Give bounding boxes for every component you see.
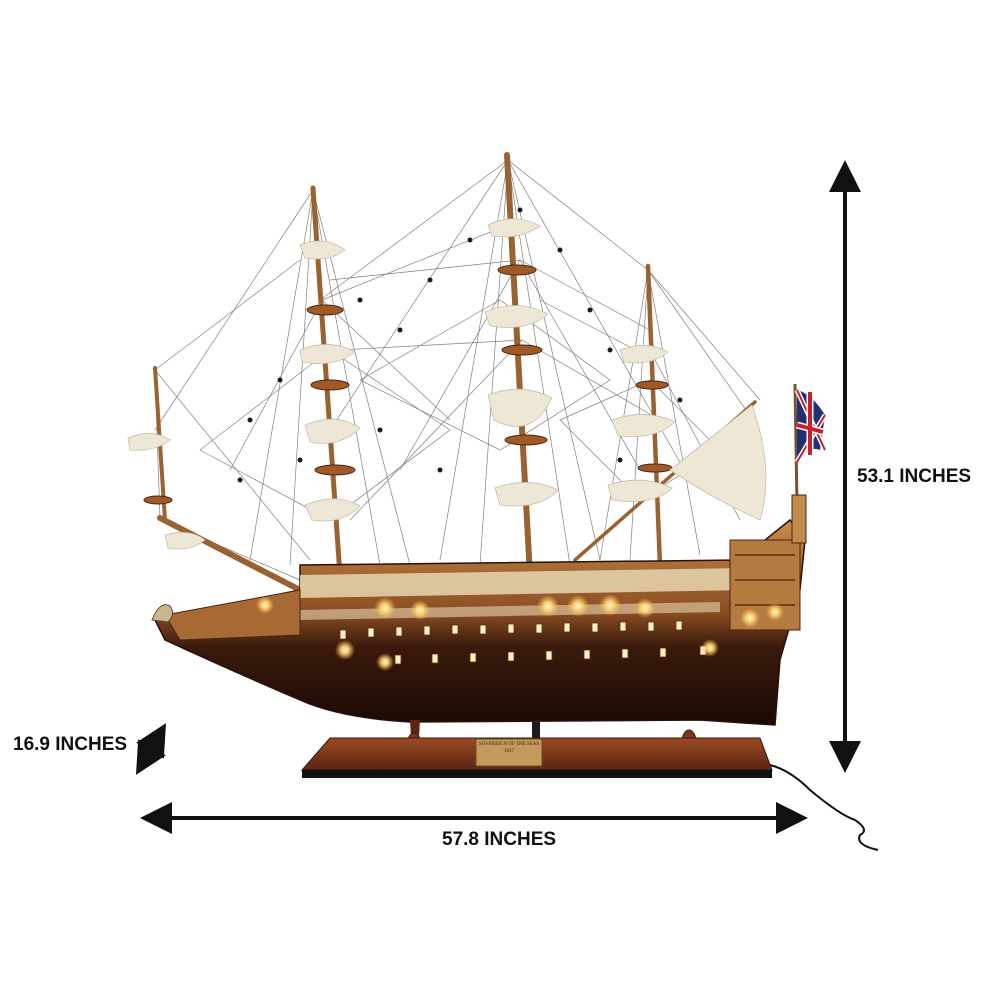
main-mast	[504, 152, 533, 578]
display-stand	[300, 720, 773, 778]
bowsprit	[157, 515, 303, 593]
plaque-year: 1637	[504, 749, 514, 754]
plaque-name: SOVEREIGN OF THE SEAS	[478, 742, 540, 747]
union-jack-flag	[793, 383, 828, 506]
gun-ports	[339, 620, 707, 665]
name-plaque	[475, 738, 543, 767]
rigging	[154, 159, 761, 581]
depth-arrow	[135, 723, 167, 775]
rigging-blocks	[237, 207, 703, 483]
masts	[153, 152, 757, 593]
sails	[127, 218, 767, 550]
height-label: 53.1 INCHES	[857, 466, 972, 487]
dimension-arrows	[135, 160, 861, 834]
length-label: 57.8 INCHES	[442, 829, 557, 850]
plaque-text: SOVEREIGN OF THE SEAS 1637	[478, 741, 540, 755]
lateen-sail	[669, 404, 767, 521]
power-cord	[769, 764, 879, 851]
depth-label: 16.9 INCHES	[13, 734, 128, 755]
ship-hull	[151, 494, 807, 726]
interior-lights	[256, 594, 784, 671]
fighting-tops	[143, 264, 673, 505]
